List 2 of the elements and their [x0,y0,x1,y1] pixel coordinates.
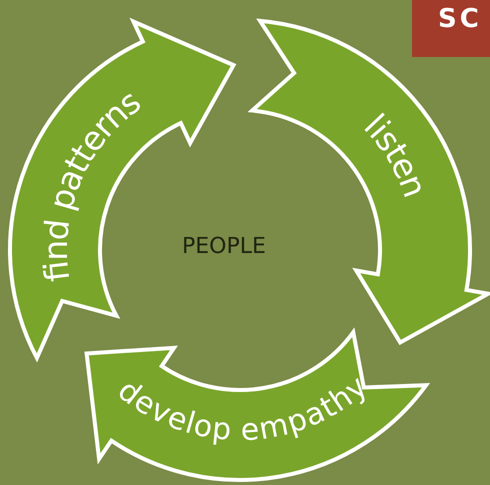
center-label: PEOPLE [182,234,266,259]
title-banner: SC [412,0,490,57]
